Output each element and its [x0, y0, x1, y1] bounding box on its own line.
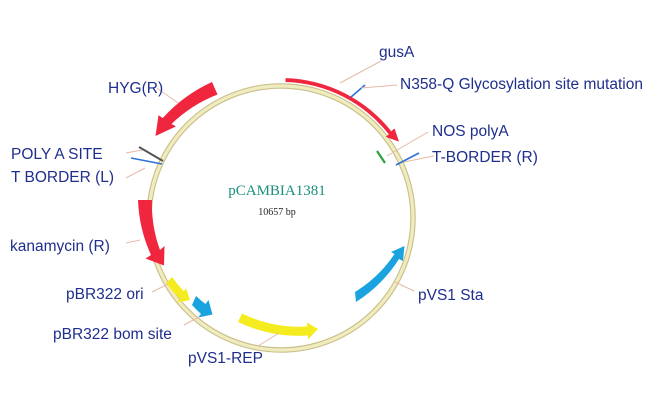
- nos-polya-leader: [386, 131, 429, 157]
- gusa-label: gusA: [379, 44, 415, 61]
- pbr322-bom-label: pBR322 bom site: [53, 326, 172, 343]
- kanamycin-label: kanamycin (R): [10, 238, 110, 255]
- n358q-site-marker: [350, 84, 366, 98]
- nos-polya-marker: [376, 150, 386, 164]
- poly-a-site-label: POLY A SITE: [11, 146, 103, 163]
- hyg-feature-arrow: [155, 82, 218, 136]
- plasmid-size: 10657 bp: [258, 207, 296, 218]
- plasmid-name: pCAMBIA1381: [228, 183, 326, 199]
- t-border-r-marker: [395, 152, 420, 166]
- pbr322-ori-leader: [151, 283, 169, 293]
- n358q-leader: [360, 84, 398, 89]
- t-border-l-marker: [130, 157, 163, 165]
- pvs1-sta-label: pVS1 Sta: [418, 287, 484, 304]
- t-border-l-label: T BORDER (L): [11, 169, 114, 186]
- pbr322-ori-feature-arrow: [166, 277, 190, 303]
- pbr322-bom-feature-arrow: [192, 296, 213, 318]
- plasmid-backbone-inner: [147, 84, 415, 352]
- pbr322-ori-label: pBR322 ori: [66, 286, 144, 303]
- pbr322-bom-leader: [183, 316, 200, 326]
- nos-polya-label: NOS polyA: [432, 123, 509, 140]
- hyg-label: HYG(R): [108, 80, 163, 97]
- t-border-r-label: T-BORDER (R): [432, 149, 538, 166]
- poly-a-site-leader: [125, 149, 143, 154]
- t-border-r-leader: [403, 155, 435, 163]
- pvs1-sta-leader: [394, 281, 415, 292]
- t-border-l-leader: [125, 167, 146, 179]
- poly-a-site-marker: [138, 146, 164, 162]
- n358q-label: N358-Q Glycosylation site mutation: [400, 76, 643, 93]
- kanamycin-leader: [125, 239, 141, 244]
- kanamycin-feature-arrow: [138, 200, 165, 266]
- pvs1-sta-feature-arrow: [355, 246, 405, 302]
- pvs1-rep-feature-arrow: [238, 313, 318, 340]
- pvs1-rep-label: pVS1-REP: [188, 350, 263, 367]
- hyg-leader: [156, 87, 179, 104]
- pvs1-rep-leader: [257, 332, 280, 347]
- gusa-leader: [339, 60, 382, 84]
